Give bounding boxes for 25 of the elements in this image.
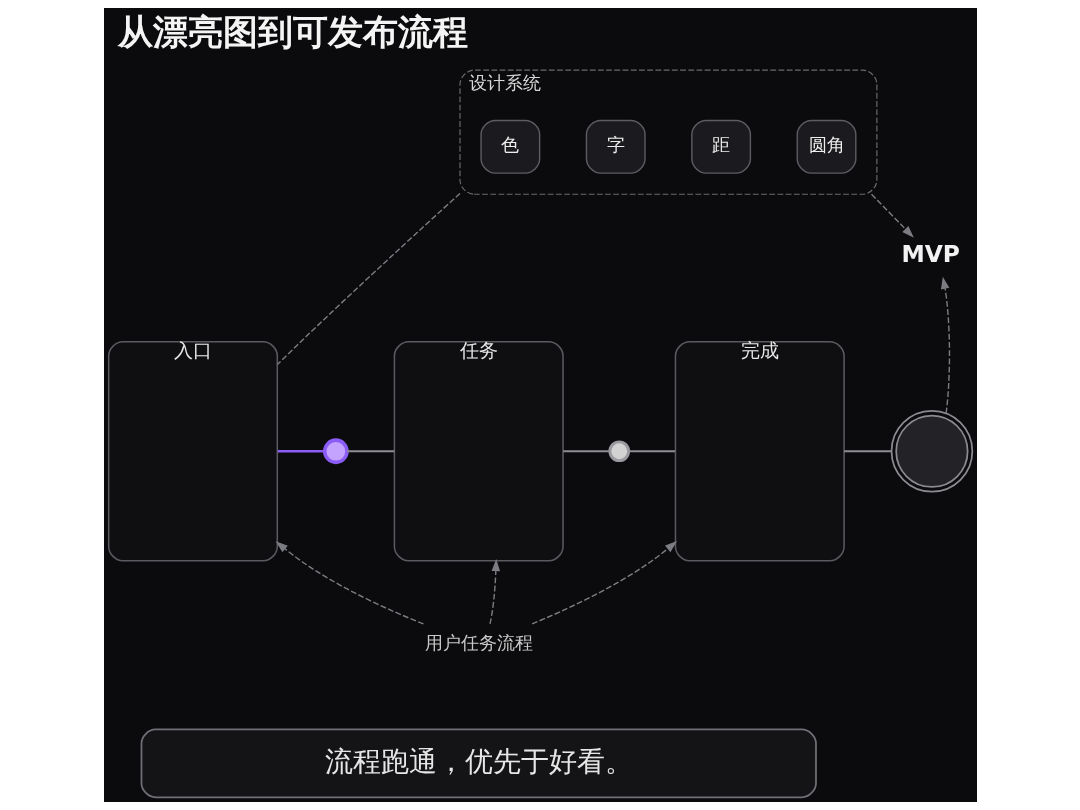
node-text: 用户任务流程: [424, 633, 533, 654]
arrow: [275, 541, 424, 625]
node-box: 流程跑通，优先于好看。: [140, 728, 817, 799]
diagram-title: 从漂亮图到可发布流程: [117, 11, 468, 53]
arrow: [530, 541, 677, 625]
connector: [276, 192, 461, 366]
node-text: MVP: [900, 240, 960, 269]
node-circle: [322, 438, 349, 465]
node-box: 色: [479, 119, 540, 174]
node-circle: [607, 440, 630, 463]
node-box: 入口: [107, 341, 278, 562]
connector: [842, 450, 892, 453]
node-box: 距: [690, 119, 751, 174]
node-box: 圆角: [796, 119, 856, 174]
arrow: [870, 193, 914, 238]
connector: [627, 450, 676, 453]
connector: [345, 450, 395, 453]
node-circle: [890, 410, 973, 493]
node-box: 完成: [674, 341, 845, 562]
node-box: 任务: [393, 341, 564, 562]
node-box: 字: [585, 119, 646, 174]
arrow: [940, 276, 950, 414]
arrow: [488, 558, 500, 625]
connector: [561, 450, 611, 453]
connector: [277, 449, 325, 453]
